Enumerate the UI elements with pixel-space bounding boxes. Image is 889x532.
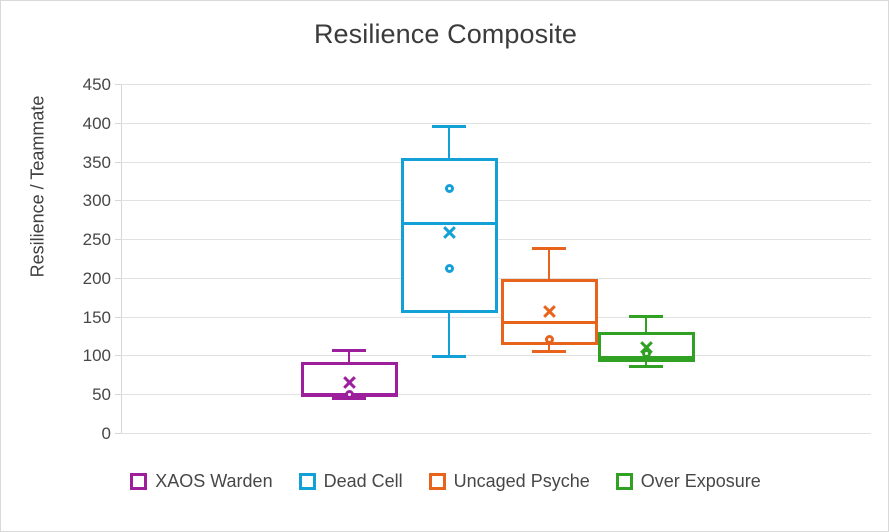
y-tick-label: 450 (82, 75, 111, 94)
upper-whisker-cap (532, 246, 566, 250)
chart-title: Resilience Composite (313, 19, 578, 49)
lower-whisker-line (645, 361, 647, 365)
legend-item[interactable]: Dead Cell (298, 471, 403, 492)
legend-label: Over Exposure (640, 471, 761, 491)
median-line (597, 356, 695, 360)
legend-swatch-icon (298, 473, 316, 490)
y-tick-label: 400 (82, 113, 111, 133)
outlier-point[interactable] (444, 264, 454, 274)
upper-whisker-line (448, 125, 450, 158)
lower-whisker-line (448, 312, 450, 356)
y-tick-mark (115, 277, 121, 279)
y-tick-mark (115, 161, 121, 163)
y-tick-mark (115, 433, 121, 434)
y-tick-label: 350 (82, 152, 111, 172)
gridline (121, 394, 871, 396)
y-tick-mark (115, 239, 121, 241)
legend-swatch-icon (615, 473, 633, 490)
y-tick-mark (115, 122, 121, 124)
y-tick-mark (115, 84, 121, 85)
gridline (121, 355, 871, 357)
legend-label: XAOS Warden (155, 471, 273, 491)
gridline (121, 433, 871, 434)
upper-whisker-line (645, 315, 647, 333)
upper-whisker-line (548, 246, 550, 280)
y-tick-label: 250 (82, 230, 111, 250)
legend: XAOS Warden Dead Cell Uncaged Psyche Over E… (1, 471, 888, 492)
y-axis-line (121, 84, 122, 434)
y-tick-label: 300 (82, 191, 111, 211)
legend-item[interactable]: XAOS Warden (130, 471, 273, 492)
legend-item[interactable]: Over Exposure (615, 471, 761, 492)
outlier-point[interactable] (444, 184, 454, 194)
y-axis-tick-labels: 450 400 350 300 250 200 150 100 50 0 (49, 1, 111, 531)
y-tick-mark (115, 316, 121, 318)
median-line (500, 320, 598, 324)
legend-label: Dead Cell (323, 471, 403, 491)
y-tick-mark (115, 355, 121, 357)
upper-whisker-cap (432, 125, 466, 129)
mean-marker[interactable] (442, 225, 457, 240)
legend-item[interactable]: Uncaged Psyche (428, 471, 590, 492)
upper-whisker-cap (629, 315, 663, 319)
outlier-point[interactable] (544, 335, 554, 345)
mean-marker[interactable] (639, 340, 654, 355)
legend-label: Uncaged Psyche (453, 471, 590, 491)
gridline (121, 122, 871, 124)
gridline (121, 316, 871, 318)
y-tick-label: 150 (82, 307, 111, 327)
mean-marker[interactable] (342, 375, 357, 390)
y-axis-title: Resilience / Teammate (27, 95, 48, 278)
outlier-point[interactable] (344, 390, 354, 400)
y-tick-label: 100 (82, 346, 111, 366)
median-line (400, 222, 498, 226)
lower-whisker-cap (432, 355, 466, 359)
upper-whisker-line (348, 349, 350, 362)
lower-whisker-cap (532, 350, 566, 353)
y-tick-label: 200 (82, 268, 111, 288)
gridline (121, 84, 871, 85)
y-tick-mark (115, 394, 121, 396)
y-tick-label: 0 (101, 424, 111, 443)
legend-swatch-icon (428, 473, 446, 490)
y-tick-mark (115, 200, 121, 202)
lower-whisker-cap (629, 364, 663, 368)
legend-swatch-icon (130, 473, 148, 490)
box-iqr[interactable] (400, 157, 498, 313)
lower-whisker-line (548, 345, 550, 350)
upper-whisker-cap (332, 349, 366, 353)
mean-marker[interactable] (542, 304, 557, 319)
plot-area (121, 84, 871, 434)
y-tick-label: 50 (92, 385, 111, 405)
